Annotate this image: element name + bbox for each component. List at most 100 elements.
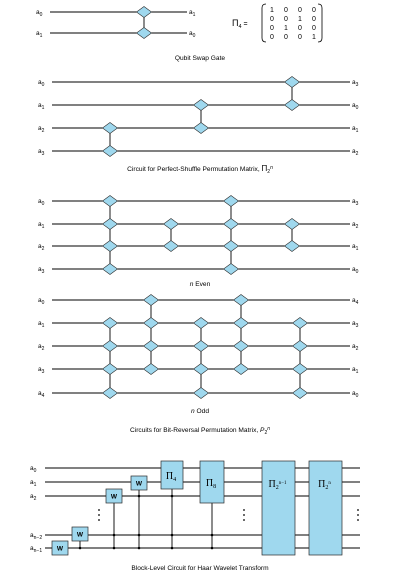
shuffle-swap-top-diamond	[101, 122, 119, 134]
matrix-cell: 1	[284, 25, 288, 32]
matrix-cell: 0	[270, 16, 274, 23]
haar-control-dot	[78, 546, 82, 550]
haar-w-box	[105, 488, 123, 504]
haar-control-dot	[210, 533, 214, 537]
odd-label-right: a2	[352, 343, 359, 352]
odd-col3-diamond	[192, 317, 210, 329]
even-col1-diamond	[101, 195, 119, 207]
haar-pi-block	[160, 460, 184, 490]
haar-control-dot	[210, 546, 214, 550]
swap-caption: Qubit Swap Gate	[175, 55, 226, 62]
odd-col2-diamond	[142, 363, 160, 375]
odd-col1-diamond	[101, 363, 119, 375]
swap-label-left: a0	[36, 9, 43, 18]
odd-col3-diamond	[192, 340, 210, 352]
haar-w-box	[71, 526, 89, 542]
even-label-left: a2	[38, 243, 45, 252]
bit-reversal-caption-group: Circuits for Bit-Reversal Permutation Ma…	[130, 426, 270, 436]
shuffle-swap-bottom-diamond	[101, 145, 119, 157]
odd-col2-diamond	[142, 317, 160, 329]
matrix-cell: 0	[270, 25, 274, 32]
odd-col4-diamond	[232, 363, 250, 375]
haar-w-label: W	[57, 546, 64, 553]
swap-gate-bottom-diamond	[135, 27, 153, 39]
haar-ellipsis	[98, 514, 100, 516]
matrix-cell: 0	[312, 25, 316, 32]
haar-label-left: a1	[30, 479, 37, 488]
even-label-right: a1	[352, 243, 359, 252]
shuffle-swap-bottom-diamond	[283, 99, 301, 111]
shuffle-label-left: a2	[38, 125, 45, 134]
odd-label-left: a2	[38, 343, 45, 352]
odd-col4-diamond	[232, 294, 250, 306]
shuffle-label-right: a0	[352, 102, 359, 111]
odd-label-right: a0	[352, 390, 359, 399]
even-col1-diamond	[101, 263, 119, 275]
matrix-cell: 0	[312, 16, 316, 23]
odd-label-left: a4	[38, 390, 45, 399]
even-col2-swap-top-diamond	[162, 218, 180, 230]
swap-gate-top-diamond	[135, 6, 153, 18]
matrix-left-bracket	[261, 3, 267, 43]
haar-control-dot	[137, 546, 141, 550]
haar-ellipsis	[243, 519, 245, 521]
shuffle-label-left: a0	[38, 79, 45, 88]
even-label-left: a1	[38, 221, 45, 230]
matrix-label: Π4 =	[232, 18, 248, 30]
shuffle-label-left: a1	[38, 102, 45, 111]
odd-label-left: a0	[38, 297, 45, 306]
haar-pi-label: Π2n	[318, 479, 331, 491]
odd-col5-diamond	[291, 317, 309, 329]
haar-label-left: a0	[30, 465, 37, 474]
haar-ellipsis	[243, 509, 245, 511]
matrix-cell: 0	[298, 7, 302, 14]
shuffle-swap-bottom-diamond	[192, 122, 210, 134]
shuffle-label-right: a1	[352, 125, 359, 134]
odd-col5-diamond	[291, 363, 309, 375]
even-label-left: a3	[38, 266, 45, 275]
matrix-cell: 0	[284, 7, 288, 14]
matrix-cell: 0	[284, 34, 288, 41]
even-caption: n Even	[190, 281, 211, 288]
odd-col1-diamond	[101, 340, 119, 352]
odd-col3-diamond	[192, 363, 210, 375]
matrix-cell: 0	[312, 7, 316, 14]
haar-w-box	[51, 540, 69, 556]
haar-pi-block	[261, 460, 296, 556]
haar-control-dot	[170, 533, 174, 537]
matrix-cell: 0	[270, 34, 274, 41]
haar-ellipsis	[243, 514, 245, 516]
haar-pi-block	[199, 460, 225, 504]
matrix-cell: 1	[312, 34, 316, 41]
haar-ellipsis	[357, 514, 359, 516]
even-col4-swap-top-diamond	[283, 218, 301, 230]
shuffle-label-left: a3	[38, 148, 45, 157]
even-col1-diamond	[101, 240, 119, 252]
shuffle-swap-top-diamond	[192, 99, 210, 111]
haar-w-box	[130, 475, 148, 491]
even-label-right: a0	[352, 266, 359, 275]
haar-label-left: a2	[30, 493, 37, 502]
matrix-right-bracket	[317, 3, 323, 43]
haar-ellipsis	[357, 509, 359, 511]
shuffle-swap-top-diamond	[283, 76, 301, 88]
even-label-right: a2	[352, 221, 359, 230]
matrix-cell: 1	[270, 7, 274, 14]
shuffle-label-right: a2	[352, 148, 359, 157]
matrix-cell: 0	[298, 34, 302, 41]
odd-label-left: a3	[38, 366, 45, 375]
haar-caption: Block-Level Circuit for Haar Wavelet Tra…	[131, 565, 269, 572]
odd-label-right: a3	[352, 320, 359, 329]
odd-col3-diamond	[192, 387, 210, 399]
odd-label-left: a1	[38, 320, 45, 329]
odd-col5-diamond	[291, 340, 309, 352]
haar-control-dot	[112, 533, 116, 537]
odd-col2-diamond	[142, 340, 160, 352]
haar-control-dot	[137, 494, 141, 498]
even-col3-diamond	[222, 263, 240, 275]
